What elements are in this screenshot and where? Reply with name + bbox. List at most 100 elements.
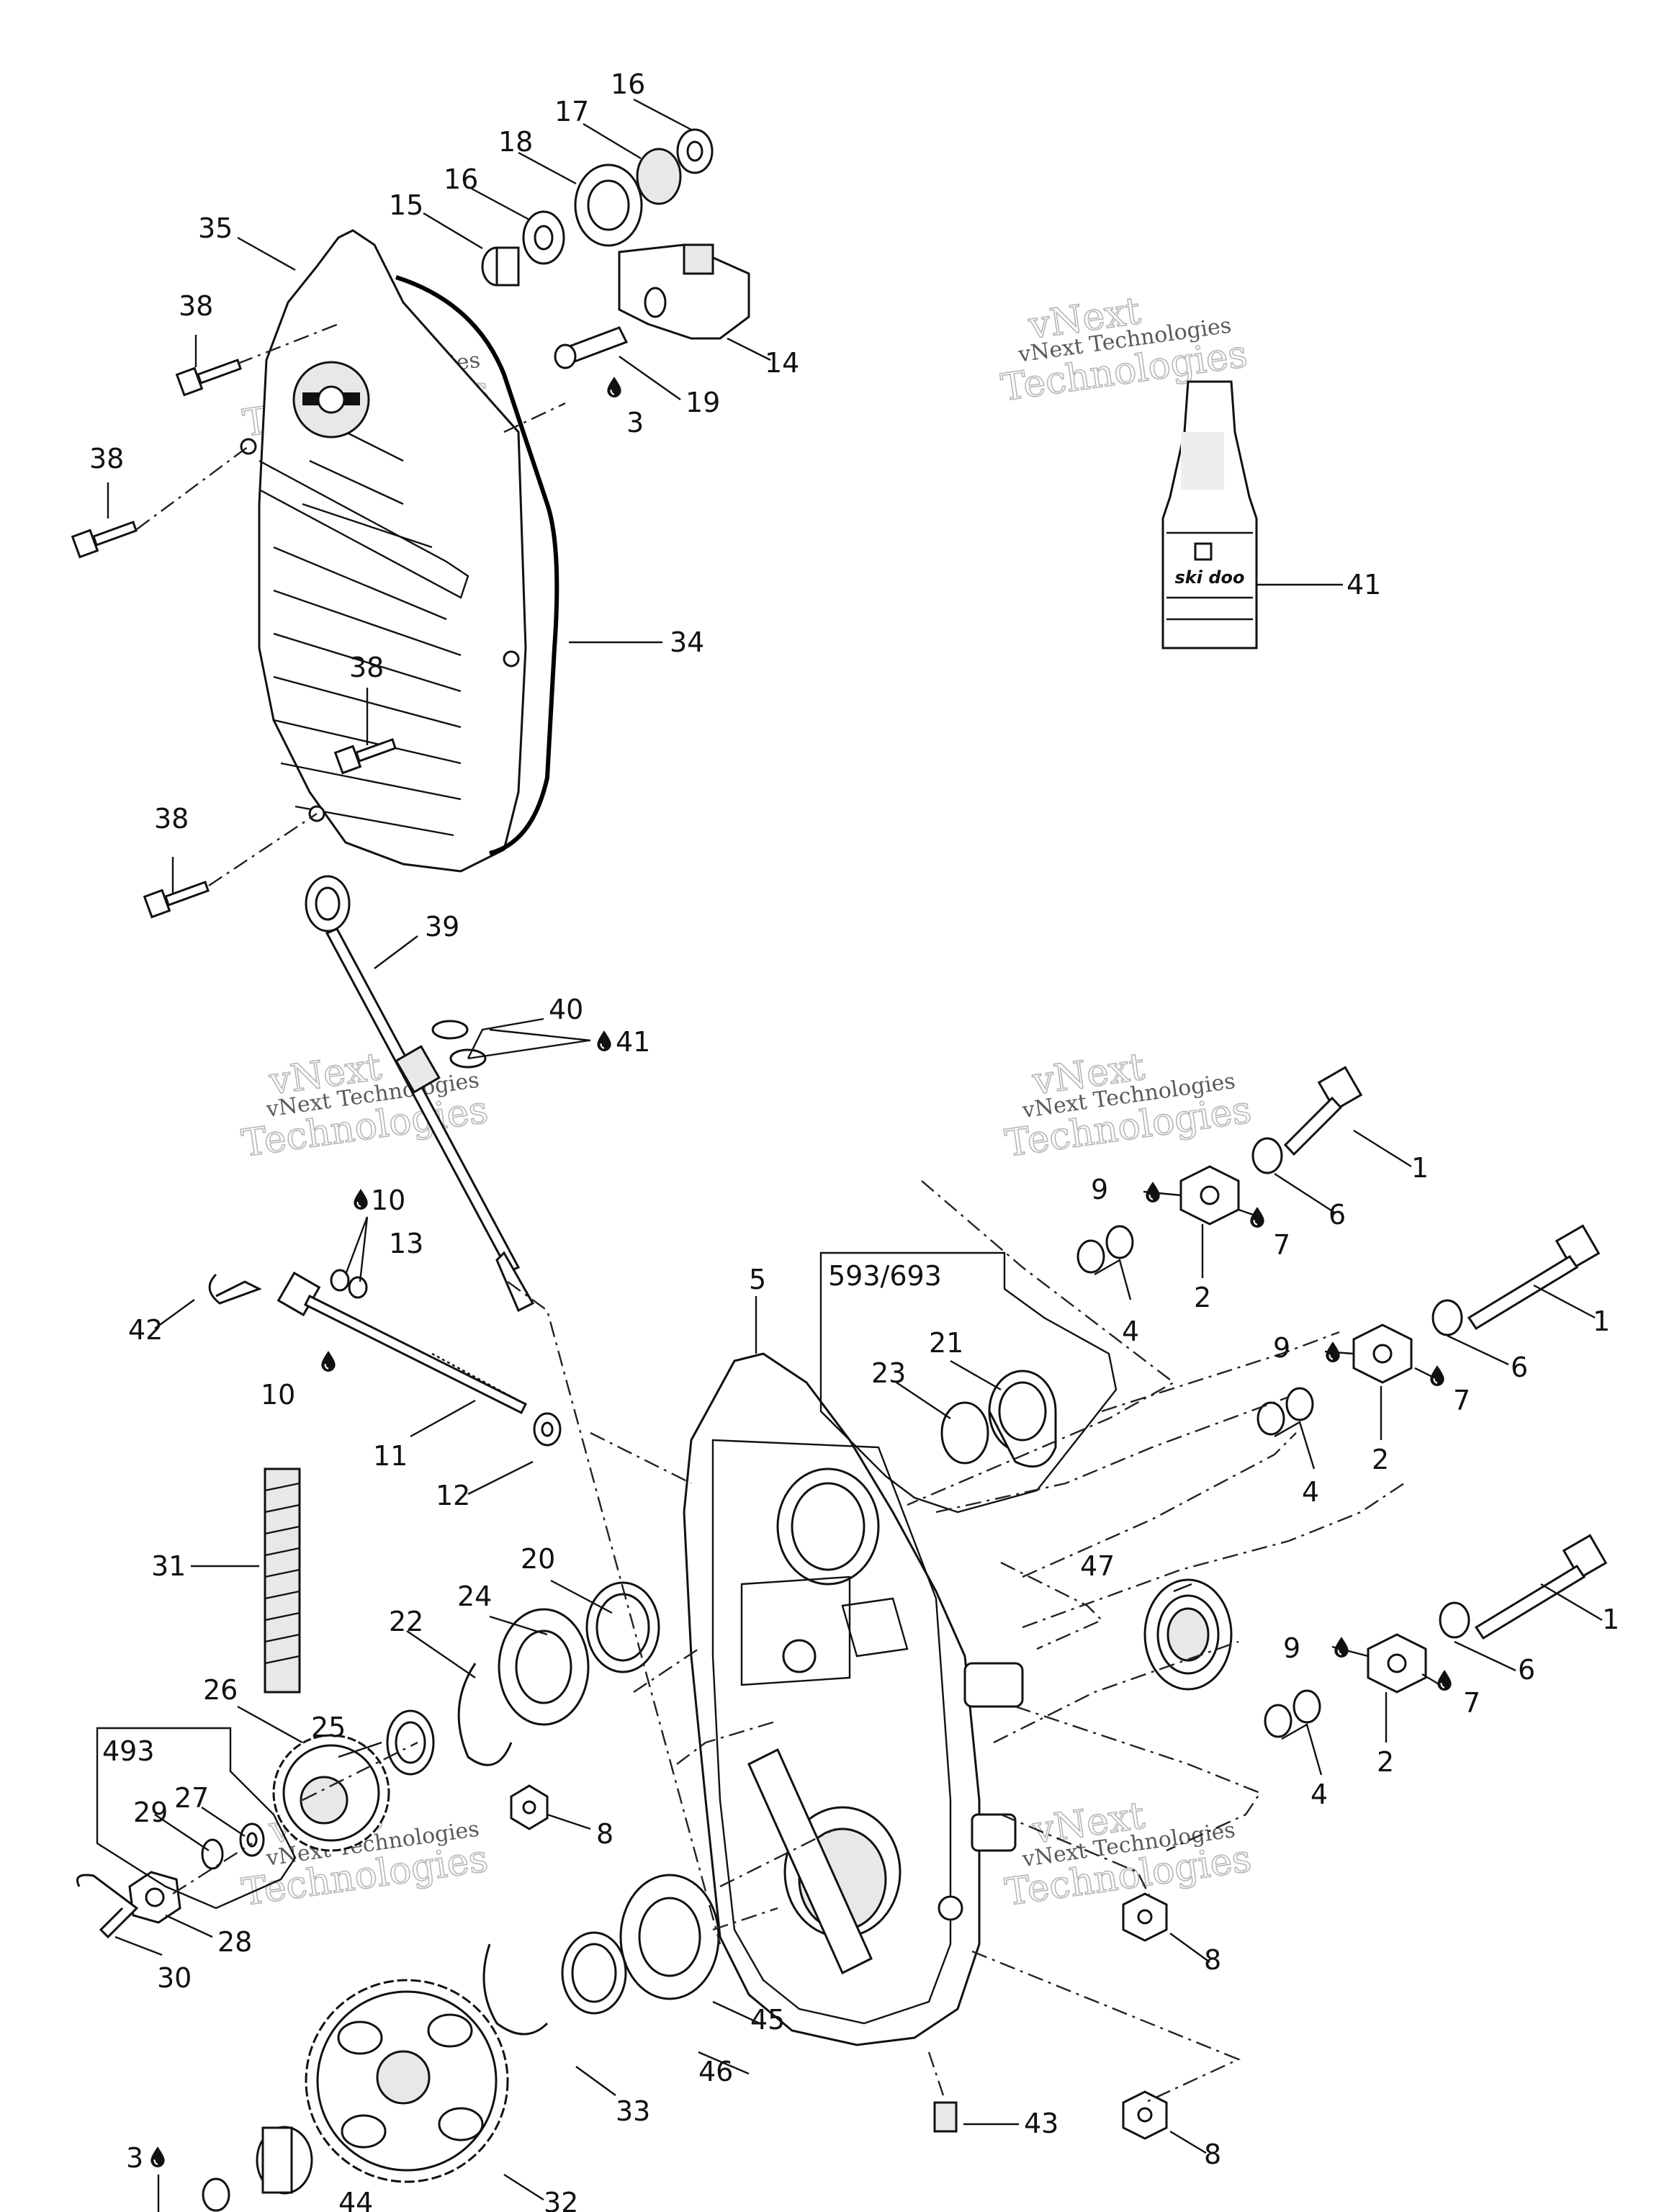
upper-shaft-parts — [386, 1581, 660, 1776]
callout-22: 22 — [389, 1606, 423, 1637]
tensioner-assembly — [481, 128, 750, 369]
callout-6: 6 — [1328, 1199, 1346, 1231]
oil-drop-icon — [606, 376, 622, 397]
callout-32: 32 — [544, 2187, 578, 2212]
oil-drop-icon — [353, 1188, 369, 1210]
callout-20: 20 — [521, 1543, 555, 1575]
bolt-38-a — [175, 359, 242, 397]
oil-drop-icon — [1334, 1636, 1349, 1658]
callout-17: 17 — [554, 96, 589, 127]
lower-shaft-parts — [202, 1874, 720, 2212]
callout-14: 14 — [765, 347, 799, 379]
callout-47: 47 — [1080, 1550, 1115, 1582]
callout-38: 38 — [89, 443, 124, 475]
callout-35: 35 — [198, 212, 233, 244]
callout-44: 44 — [338, 2187, 373, 2212]
cotter-pin-30 — [76, 1874, 139, 1939]
callout-1: 1 — [1602, 1604, 1619, 1635]
castle-nut-28 — [128, 1871, 181, 1924]
oil-drop-icon — [1429, 1364, 1445, 1386]
callout-3: 3 — [626, 407, 644, 439]
callout-38: 38 — [179, 290, 213, 322]
callout-13: 13 — [389, 1228, 423, 1259]
chaincase-housing — [683, 1352, 1024, 2046]
callout-33: 33 — [616, 2095, 650, 2127]
callout-10: 10 — [261, 1379, 295, 1411]
callout-6: 6 — [1518, 1654, 1535, 1686]
oil-drop-icon — [1325, 1341, 1341, 1362]
bolt-set-lower — [1264, 1534, 1608, 1738]
dipstick — [305, 875, 535, 1313]
drain-plug-43 — [933, 2101, 958, 2133]
bottle-brand: ski doo — [1175, 567, 1245, 588]
bolt-38-d — [143, 881, 210, 919]
callout-16: 16 — [444, 163, 478, 195]
callout-7: 7 — [1453, 1385, 1470, 1416]
callout-10: 10 — [371, 1184, 405, 1216]
callout-19: 19 — [685, 387, 720, 418]
callout-23: 23 — [871, 1357, 906, 1389]
callout-2: 2 — [1194, 1282, 1211, 1313]
cotter-pin-42 — [208, 1273, 262, 1305]
callout-16: 16 — [611, 68, 645, 100]
cover-gasket — [395, 275, 559, 855]
callout-3: 3 — [126, 2142, 143, 2174]
oil-drop-icon — [596, 1030, 612, 1051]
callout-39: 39 — [425, 911, 459, 943]
callout-5: 5 — [749, 1264, 766, 1295]
chaincase-cover — [240, 229, 527, 873]
callout-6: 6 — [1511, 1352, 1528, 1383]
callout-18: 18 — [498, 126, 533, 158]
callout-1: 1 — [1411, 1152, 1429, 1184]
o-rings-40 — [431, 1020, 487, 1069]
oil-drop-icon — [1145, 1181, 1161, 1202]
callout-7: 7 — [1463, 1687, 1480, 1719]
callout-7: 7 — [1273, 1229, 1290, 1261]
callout-15: 15 — [389, 189, 423, 221]
callout-40: 40 — [549, 994, 583, 1025]
box-593-693: 593/693 — [819, 1251, 1118, 1514]
sleeve-21 — [988, 1370, 1057, 1468]
callout-4: 4 — [1302, 1476, 1319, 1508]
box-label-593-693: 593/693 — [828, 1260, 942, 1292]
watermark-mid-right: vNext Technologies vNext Technologies — [1002, 1045, 1254, 1166]
callout-46: 46 — [698, 2056, 733, 2087]
large-gear-32 — [305, 1979, 509, 2183]
nut-8-left — [510, 1784, 549, 1830]
callout-38: 38 — [154, 803, 189, 835]
oil-bottle: ski doo — [1161, 380, 1258, 649]
callout-25: 25 — [311, 1712, 346, 1743]
box-493: 493 — [96, 1727, 297, 1910]
bolt-set-middle — [1256, 1224, 1601, 1436]
callout-8: 8 — [1204, 1944, 1221, 1976]
callout-9: 9 — [1283, 1632, 1300, 1664]
callout-8: 8 — [596, 1818, 613, 1850]
upper-sprocket — [272, 1734, 390, 1852]
callout-28: 28 — [217, 1926, 252, 1958]
bolt-set-upper — [1076, 1066, 1363, 1274]
callout-29: 29 — [133, 1797, 168, 1828]
callout-34: 34 — [670, 626, 704, 658]
cover-sprocket — [292, 361, 370, 439]
callout-27: 27 — [174, 1782, 209, 1814]
washers-27-29 — [201, 1822, 265, 1870]
callout-2: 2 — [1377, 1746, 1394, 1778]
callout-38: 38 — [349, 652, 384, 683]
callout-43: 43 — [1024, 2108, 1058, 2139]
watermark-bottom-right: vNext Technologies vNext Technologies — [1002, 1794, 1254, 1915]
callout-24: 24 — [457, 1581, 492, 1612]
callout-41: 41 — [616, 1026, 650, 1058]
callout-9: 9 — [1091, 1174, 1108, 1205]
callout-42: 42 — [128, 1314, 163, 1346]
callout-9: 9 — [1273, 1332, 1290, 1364]
callout-1: 1 — [1593, 1305, 1610, 1337]
callout-12: 12 — [436, 1480, 470, 1511]
callout-31: 31 — [151, 1550, 186, 1582]
callout-30: 30 — [157, 1962, 192, 1994]
oil-drop-icon — [320, 1350, 336, 1372]
callout-8: 8 — [1204, 2139, 1221, 2170]
callout-2: 2 — [1372, 1444, 1389, 1475]
bolt-38-b — [71, 521, 138, 559]
oil-drop-icon — [1249, 1206, 1265, 1228]
